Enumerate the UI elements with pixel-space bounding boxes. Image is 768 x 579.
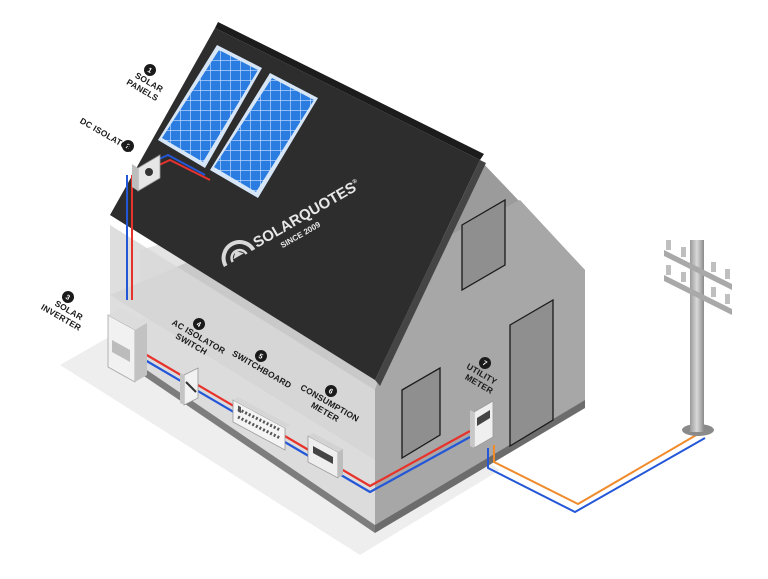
- wires: [126, 154, 706, 513]
- badge-2: [122, 140, 134, 152]
- badge-6: [325, 385, 337, 397]
- wire-grid-blue: [487, 437, 706, 513]
- solar-panels: [158, 45, 318, 198]
- badge-4: [193, 318, 205, 330]
- badge-3: [62, 291, 74, 303]
- badge-2-number: 2: [124, 143, 131, 151]
- consumption-meter: [307, 433, 343, 479]
- wire-ac-red: [144, 353, 471, 488]
- badge-7: [479, 357, 491, 369]
- badge-3-number: 3: [64, 294, 71, 302]
- wire-ac-blue: [144, 359, 471, 494]
- switchboard: [232, 397, 290, 451]
- utility-pole: [664, 240, 732, 436]
- wire-grid-orange: [493, 433, 699, 505]
- label-2-line1: DC ISOLATOR: [78, 116, 135, 155]
- badge-1-number: 1: [146, 67, 153, 75]
- dc-isolator: [132, 154, 161, 192]
- house-logo-icon: [221, 240, 256, 267]
- badge-4-number: 4: [195, 321, 202, 329]
- badge-1: [144, 64, 156, 76]
- utility-meter: [470, 400, 494, 449]
- badge-6-number: 6: [327, 388, 334, 396]
- side-window: [401, 366, 441, 460]
- gable-window: [461, 198, 506, 292]
- solar-inverter: [107, 308, 147, 383]
- door: [509, 298, 554, 448]
- badge-5-number: 5: [257, 353, 264, 361]
- solar-panel-right-cells: [214, 78, 314, 192]
- badge-5: [255, 350, 267, 362]
- label-solar-panels: 1 SOLAR PANELS: [125, 64, 165, 103]
- label-solar-inverter: 3 SOLAR INVERTER: [39, 291, 85, 333]
- slab-edge-left: [110, 345, 375, 533]
- solar-panel-left-cells: [162, 50, 258, 162]
- label-dc-isolator: 2 DC ISOLATOR: [78, 116, 135, 155]
- roof-edge: [375, 160, 486, 386]
- badge-7-number: 7: [481, 360, 488, 368]
- ac-isolator-switch: [180, 367, 199, 406]
- slab-edge-right: [375, 400, 585, 533]
- roof-ridge: [215, 22, 484, 160]
- label-utility-meter: 7 UTILITY METER: [463, 357, 499, 396]
